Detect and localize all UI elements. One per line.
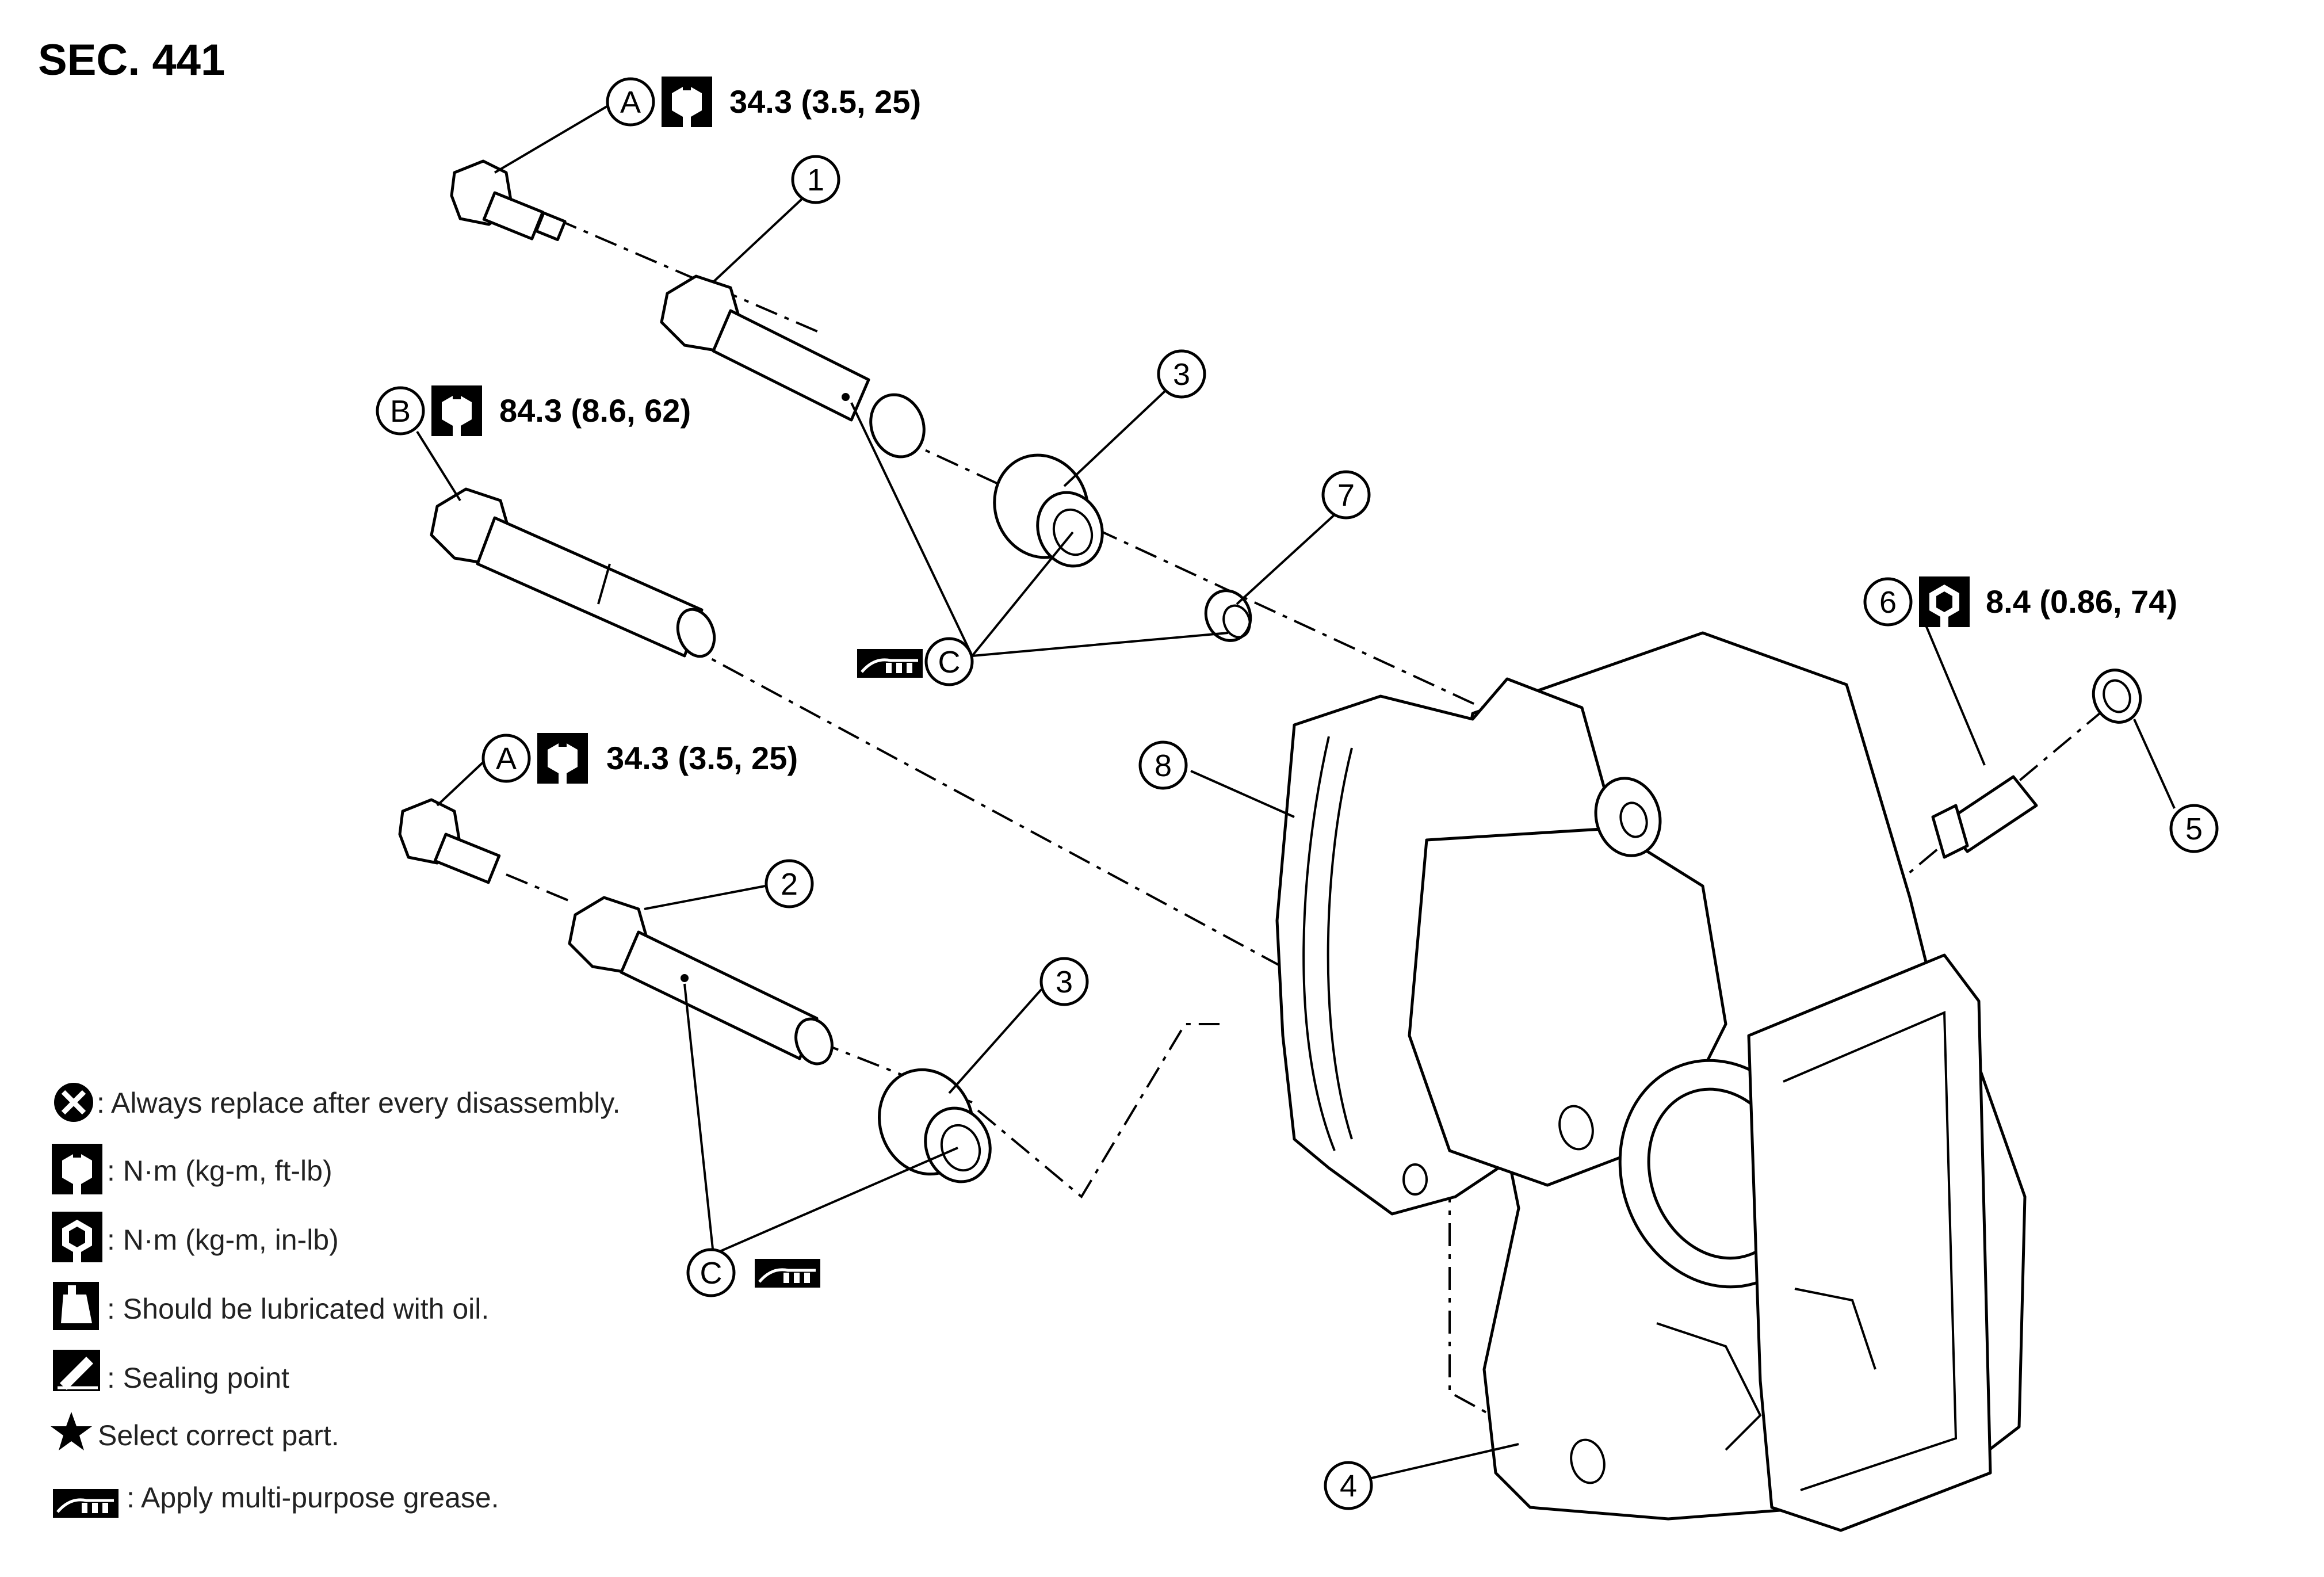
legend-select: Select correct part.: [98, 1419, 339, 1452]
grease-tube-icon: [53, 1489, 119, 1518]
sealing-pen-icon: [53, 1350, 100, 1391]
bolt-b: [430, 487, 716, 658]
legend-replace: : Always replace after every disassembly…: [97, 1087, 621, 1119]
callout-2: 2: [765, 859, 814, 908]
torque-icon-b: [431, 385, 482, 436]
grease-icon-top: [857, 649, 923, 678]
svg-text:3: 3: [1056, 965, 1073, 999]
torque-value-a-top: 34.3 (3.5, 25): [729, 83, 921, 120]
bleeder-valve-6: [1931, 775, 2038, 859]
svg-text:C: C: [938, 645, 961, 679]
legend-nm-ftlb: : N·m (kg-m, ft-lb): [107, 1155, 332, 1187]
callout-1: 1: [791, 155, 840, 204]
torque-icon-6: [1919, 576, 1970, 627]
svg-text:C: C: [700, 1256, 723, 1290]
svg-text:8: 8: [1155, 749, 1172, 783]
torque-value-b: 84.3 (8.6, 62): [499, 392, 691, 429]
callout-3-top: 3: [1157, 349, 1206, 399]
callout-7: 7: [1321, 470, 1371, 520]
svg-text:B: B: [390, 394, 411, 429]
callout-5: 5: [2169, 804, 2219, 853]
callout-4: 4: [1324, 1461, 1373, 1510]
callout-6: 6: [1863, 577, 1913, 627]
grease-icon-bottom: [755, 1259, 820, 1288]
torque-value-a-mid: 34.3 (3.5, 25): [606, 740, 798, 776]
torque-wrench-icon: [52, 1144, 102, 1194]
callout-c-bottom: C: [686, 1248, 736, 1297]
callout-3-bottom: 3: [1039, 957, 1089, 1006]
pin-boot-3-top: [993, 453, 1104, 568]
callout-b: B: [376, 386, 425, 436]
pin-boot-3-bottom: [878, 1068, 992, 1183]
replace-x-icon: [54, 1083, 93, 1122]
svg-text:3: 3: [1173, 357, 1190, 392]
svg-text:5: 5: [2185, 812, 2203, 846]
torque-icon-a-mid: [537, 733, 588, 784]
callout-8: 8: [1138, 740, 1188, 790]
bleeder-cap-5: [2092, 669, 2142, 724]
torque-value-6: 8.4 (0.86, 74): [1986, 583, 2177, 620]
bolt-a-mid: [398, 798, 501, 884]
legend-nm-inlb: : N·m (kg-m, in-lb): [107, 1224, 339, 1256]
svg-text:6: 6: [1879, 585, 1897, 620]
callout-a-top: A: [606, 77, 655, 127]
callout-a-mid: A: [481, 734, 531, 783]
svg-text:1: 1: [807, 163, 824, 197]
svg-text:A: A: [620, 85, 641, 120]
torque-icon-a-top: [662, 77, 712, 127]
svg-text:4: 4: [1340, 1469, 1357, 1503]
oil-can-icon: [53, 1282, 99, 1330]
legend-oil: : Should be lubricated with oil.: [107, 1293, 489, 1325]
svg-text:7: 7: [1337, 478, 1355, 513]
legend-grease: : Apply multi-purpose grease.: [127, 1481, 499, 1514]
svg-text:A: A: [496, 742, 517, 776]
callout-c-top: C: [924, 637, 974, 686]
star-icon: [51, 1412, 92, 1450]
bolt-a-top: [450, 159, 567, 242]
torque-wrench-filled-icon: [52, 1212, 102, 1262]
caliper-assembly: [1275, 631, 2027, 1532]
legend: : Always replace after every disassembly…: [51, 1083, 621, 1518]
section-label: SEC. 441: [38, 36, 225, 85]
svg-text:2: 2: [781, 867, 798, 902]
guide-pin-1: [660, 274, 926, 459]
legend-sealing: : Sealing point: [107, 1362, 289, 1394]
guide-pin-2: [568, 896, 834, 1066]
